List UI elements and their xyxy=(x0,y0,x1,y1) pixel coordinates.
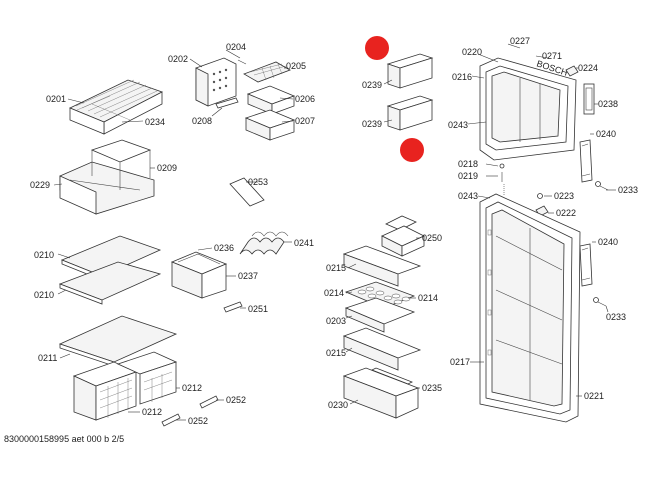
label-0214b: 0214 xyxy=(418,293,438,303)
part-0253-cover xyxy=(229,177,265,207)
part-0241-bottle-rack xyxy=(239,231,289,255)
part-0212-drawer-right xyxy=(116,351,178,405)
label-0271: 0271 xyxy=(542,51,562,61)
part-0237-box xyxy=(170,251,228,299)
part-0230-bottle-shelf xyxy=(342,367,420,419)
label-0209: 0209 xyxy=(157,163,177,173)
part-0209-crisper xyxy=(59,139,155,215)
label-0223: 0223 xyxy=(554,191,574,201)
marker-top xyxy=(365,36,389,60)
label-0243b: 0243 xyxy=(458,191,478,201)
part-0207-drawer xyxy=(244,109,296,141)
part-0208-flap xyxy=(215,97,239,109)
label-0221: 0221 xyxy=(584,391,604,401)
label-0212a: 0212 xyxy=(182,383,202,393)
label-0222: 0222 xyxy=(556,208,576,218)
label-0208: 0208 xyxy=(192,116,212,126)
label-0227: 0227 xyxy=(510,36,530,46)
part-0206-drawer xyxy=(246,85,296,115)
part-0238-hinge-cover xyxy=(583,83,595,115)
part-0239-shelf-upper xyxy=(386,53,434,89)
part-0215-shelf-lower xyxy=(342,327,422,371)
part-0205-ice-tray xyxy=(243,61,291,83)
part-0239-shelf-lower xyxy=(386,95,434,131)
label-0237: 0237 xyxy=(238,271,258,281)
label-0220: 0220 xyxy=(462,47,482,57)
label-0234: 0234 xyxy=(145,117,165,127)
label-0233a: 0233 xyxy=(618,185,638,195)
label-0210a: 0210 xyxy=(34,250,54,260)
label-0215b: 0215 xyxy=(326,348,346,358)
part-0217-fridge-door xyxy=(479,193,581,423)
document-footer: 8300000158995 aet 000 b 2/5 xyxy=(4,434,125,444)
label-0203: 0203 xyxy=(326,316,346,326)
part-0250-butter-box xyxy=(381,215,425,257)
label-0210b: 0210 xyxy=(34,290,54,300)
label-0205: 0205 xyxy=(286,61,306,71)
label-0230: 0230 xyxy=(328,400,348,410)
label-0240a: 0240 xyxy=(596,129,616,139)
label-0251: 0251 xyxy=(248,304,268,314)
part-0233-screw-lower xyxy=(593,297,607,307)
part-0251-rod xyxy=(223,301,243,313)
label-0252b: 0252 xyxy=(188,416,208,426)
label-0238: 0238 xyxy=(598,99,618,109)
part-0212-drawer-left xyxy=(72,361,138,421)
label-0229: 0229 xyxy=(30,180,50,190)
label-0217: 0217 xyxy=(450,357,470,367)
label-0207: 0207 xyxy=(295,116,315,126)
label-0235: 0235 xyxy=(422,383,442,393)
part-0211-shelf xyxy=(58,315,178,367)
part-0252-rod-a xyxy=(199,395,219,409)
label-0239b: 0239 xyxy=(362,119,382,129)
part-0202-box xyxy=(195,57,237,107)
label-0233b: 0233 xyxy=(606,312,626,322)
part-0252-rod-b xyxy=(161,413,181,427)
label-0212b: 0212 xyxy=(142,407,162,417)
label-0201: 0201 xyxy=(46,94,66,104)
label-0236: 0236 xyxy=(214,243,234,253)
label-0243a: 0243 xyxy=(448,120,468,130)
label-0218: 0218 xyxy=(458,159,478,169)
part-0210-shelf-lower xyxy=(58,261,162,305)
label-0216: 0216 xyxy=(452,72,472,82)
label-0211: 0211 xyxy=(38,353,57,363)
label-0253: 0253 xyxy=(248,177,268,187)
label-0224: 0224 xyxy=(578,63,598,73)
part-0215-shelf-upper xyxy=(342,245,422,287)
part-0233-screw-upper xyxy=(595,181,609,191)
part-0216-freezer-door xyxy=(479,57,577,161)
part-0223-bushing xyxy=(537,193,543,199)
part-0218-screw xyxy=(499,163,505,169)
label-0202: 0202 xyxy=(168,54,188,64)
label-0214a: 0214 xyxy=(324,288,344,298)
label-0206: 0206 xyxy=(295,94,315,104)
label-0215a: 0215 xyxy=(326,263,346,273)
part-0203-shelf xyxy=(344,297,416,333)
label-0219: 0219 xyxy=(458,171,478,181)
label-0204: 0204 xyxy=(226,42,246,52)
label-0240b: 0240 xyxy=(598,237,618,247)
label-0252a: 0252 xyxy=(226,395,246,405)
part-0201-tray xyxy=(69,79,164,135)
label-0239a: 0239 xyxy=(362,80,382,90)
label-0250: 0250 xyxy=(422,233,442,243)
part-0240-handle-upper xyxy=(579,139,593,183)
part-0224-clip xyxy=(565,65,579,77)
marker-bottom xyxy=(400,138,424,162)
label-0241: 0241 xyxy=(294,238,314,248)
part-0240-handle-lower xyxy=(579,243,593,287)
